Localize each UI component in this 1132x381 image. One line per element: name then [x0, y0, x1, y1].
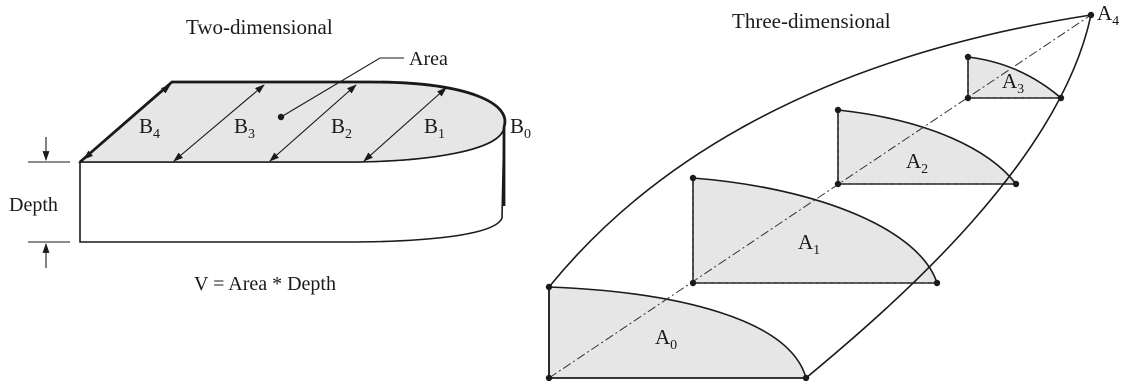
section-label-a3: A3: [1002, 69, 1024, 97]
vertex-a0-origin: [545, 374, 553, 381]
section-a3: [967, 56, 1064, 99]
slab-front-face: [79, 126, 505, 243]
three-dimensional-figure: Three-dimensional A0 A1: [545, 1, 1119, 381]
area-label: Area: [409, 48, 448, 70]
vertex-a3-origin: [964, 94, 972, 102]
vertex-a1-origin: [689, 279, 697, 287]
section-label-a0: A0: [655, 325, 677, 353]
vertex-a2-end: [1012, 180, 1020, 188]
two-dimensional-figure: Two-dimensional B4 B3 B2 B1 B0 Area Dept…: [9, 15, 531, 295]
breadth-label-b1: B1: [424, 114, 445, 142]
two-dimensional-title: Two-dimensional: [186, 15, 333, 39]
breadth-arrow-b3: [173, 84, 265, 162]
section-label-a1: A1: [798, 230, 820, 258]
center-axis-line: [548, 14, 1092, 379]
breadth-label-b4: B4: [139, 114, 160, 142]
vertex-a1-end: [933, 279, 941, 287]
vertex-a2-top: [834, 106, 842, 114]
breadth-label-b0: B0: [510, 114, 531, 142]
area-leader-line: [280, 57, 404, 118]
vertex-a0-top: [545, 283, 553, 291]
hull-lower-curve: [549, 14, 1092, 379]
volume-formula: V = Area * Depth: [194, 273, 336, 295]
section-a1: [692, 177, 939, 284]
slab-top-outline: [79, 80, 507, 164]
vertex-a2-origin: [834, 180, 842, 188]
vertex-a1-top: [689, 174, 697, 182]
breadth-arrow-b4: [83, 84, 171, 160]
three-dimensional-title: Three-dimensional: [732, 9, 891, 33]
section-label-a4: A4: [1097, 1, 1119, 29]
breadth-arrow-b1: [363, 87, 447, 162]
section-a0: [548, 286, 808, 379]
depth-label: Depth: [9, 194, 58, 216]
breadth-label-b3: B3: [234, 114, 255, 142]
vertex-a0-end: [802, 374, 810, 381]
breadth-arrow-b2: [269, 84, 357, 162]
vertex-a4-apex: [1087, 11, 1095, 19]
vertex-a3-top: [964, 53, 972, 61]
vertex-a3-end: [1057, 94, 1065, 102]
breadth-label-b2: B2: [331, 114, 352, 142]
section-label-a2: A2: [906, 149, 928, 177]
hull-upper-curve: [548, 14, 1092, 378]
